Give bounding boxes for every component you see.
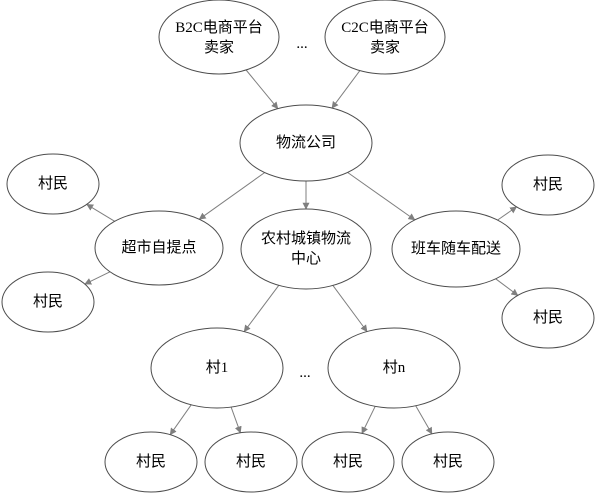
- arrow-line: [497, 206, 518, 221]
- arrow-c2c-to-logistics: [331, 70, 361, 109]
- node-villager-bus-bottom: 村民: [501, 287, 595, 349]
- arrow-villagen-to-villager_vn_b: [415, 405, 433, 435]
- arrow-line: [198, 172, 265, 220]
- sellers-ellipsis: ...: [296, 36, 307, 52]
- node-logistics-company: 物流公司: [239, 104, 373, 182]
- villages-ellipsis: ...: [299, 365, 310, 381]
- node-b2c-seller-line-2: 卖家: [204, 39, 234, 56]
- arrow-line: [332, 285, 368, 333]
- arrow-line: [86, 203, 115, 222]
- arrow-logistics-to-supermarket: [198, 172, 265, 220]
- node-village-1-label: 村1: [206, 359, 229, 376]
- arrow-bus-to-villager_bus_bottom: [495, 278, 519, 296]
- node-logistics-company-label: 物流公司: [276, 134, 336, 151]
- node-village-n-label: 村n: [383, 359, 406, 376]
- arrow-line: [230, 406, 242, 434]
- arrow-line: [331, 70, 361, 109]
- node-villager-villagen-a-label: 村民: [333, 453, 363, 470]
- arrow-village1-to-villager_v1_b: [230, 406, 242, 434]
- node-c2c-seller-line-1: C2C电商平台: [341, 19, 429, 36]
- node-villager-village1-b-label: 村民: [236, 453, 266, 470]
- node-c2c-seller: C2C电商平台 卖家: [324, 0, 446, 75]
- arrow-village1-to-villager_v1_a: [169, 404, 192, 436]
- arrow-villagen-to-villager_vn_a: [361, 406, 376, 435]
- node-villager-supermarket-bottom: 村民: [1, 271, 95, 333]
- node-villager-bus-top: 村民: [501, 154, 595, 216]
- node-bus-delivery-label: 班车随车配送: [411, 240, 501, 257]
- node-rural-logistics-center: 农村城镇物流 中心: [240, 208, 372, 290]
- arrow-b2c-to-logistics: [245, 69, 279, 110]
- node-villager-village1-a: 村民: [104, 431, 198, 493]
- arrow-line: [169, 404, 192, 436]
- node-villager-village1-a-label: 村民: [136, 453, 166, 470]
- arrow-line: [495, 278, 519, 296]
- node-bus-delivery: 班车随车配送: [391, 210, 521, 288]
- arrow-line: [361, 406, 376, 435]
- node-villager-supermarket-bottom-label: 村民: [33, 293, 63, 310]
- node-villager-bus-top-label: 村民: [533, 176, 563, 193]
- arrow-line: [347, 172, 416, 221]
- node-b2c-seller: B2C电商平台 卖家: [158, 0, 280, 75]
- node-villager-village1-b: 村民: [204, 431, 298, 493]
- edges-layer: [84, 69, 519, 436]
- arrow-line: [84, 271, 111, 285]
- arrow-logistics-to-bus: [347, 172, 416, 221]
- node-village-1: 村1: [150, 327, 284, 409]
- node-rural-logistics-center-line-2: 中心: [291, 250, 321, 267]
- node-supermarket-pickup: 超市自提点: [94, 210, 224, 286]
- node-villager-bus-bottom-label: 村民: [533, 309, 563, 326]
- node-villager-villagen-a: 村民: [301, 431, 395, 493]
- arrow-supermarket-to-villager_sm_top: [86, 203, 115, 222]
- node-village-n: 村n: [327, 327, 461, 409]
- node-villager-villagen-b: 村民: [401, 431, 495, 493]
- arrow-line: [415, 405, 433, 435]
- arrow-line: [245, 69, 279, 110]
- node-villager-supermarket-top-label: 村民: [38, 175, 68, 192]
- node-b2c-seller-line-1: B2C电商平台: [175, 19, 263, 36]
- node-villager-villagen-b-label: 村民: [433, 453, 463, 470]
- node-rural-logistics-center-line-1: 农村城镇物流: [261, 230, 351, 247]
- arrow-bus-to-villager_bus_top: [497, 206, 518, 221]
- node-c2c-seller-line-2: 卖家: [370, 39, 400, 56]
- arrow-line: [243, 285, 280, 333]
- arrow-supermarket-to-villager_sm_bottom: [84, 271, 111, 285]
- arrow-center-to-villagen: [332, 285, 368, 333]
- node-villager-supermarket-top: 村民: [6, 153, 100, 215]
- arrow-center-to-village1: [243, 285, 280, 333]
- node-supermarket-pickup-label: 超市自提点: [121, 239, 196, 256]
